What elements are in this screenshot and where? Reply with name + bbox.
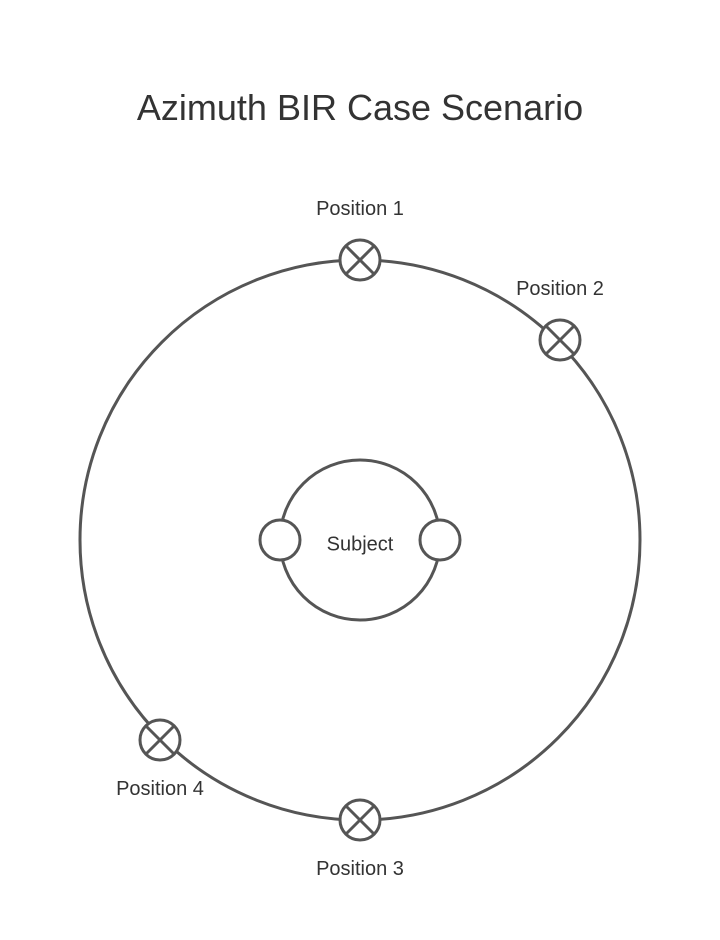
circle-x-icon [538, 318, 582, 362]
circle-x-icon [338, 238, 382, 282]
position-3: Position 3 [316, 798, 404, 880]
diagram-title: Azimuth BIR Case Scenario [136, 87, 584, 128]
subject-right-ear [418, 518, 462, 562]
circle-x-icon [338, 798, 382, 842]
position-4: Position 4 [116, 718, 204, 800]
position-1: Position 1 [316, 198, 404, 282]
position-3-label: Position 3 [316, 858, 404, 880]
circle-x-icon [138, 718, 182, 762]
position-2: Position 2 [516, 278, 604, 362]
position-4-label: Position 4 [116, 778, 204, 800]
position-1-label: Position 1 [316, 198, 404, 220]
subject-left-ear [258, 518, 302, 562]
position-2-label: Position 2 [516, 278, 604, 300]
subject-label: Subject [327, 533, 394, 555]
subject: Subject [258, 458, 462, 622]
